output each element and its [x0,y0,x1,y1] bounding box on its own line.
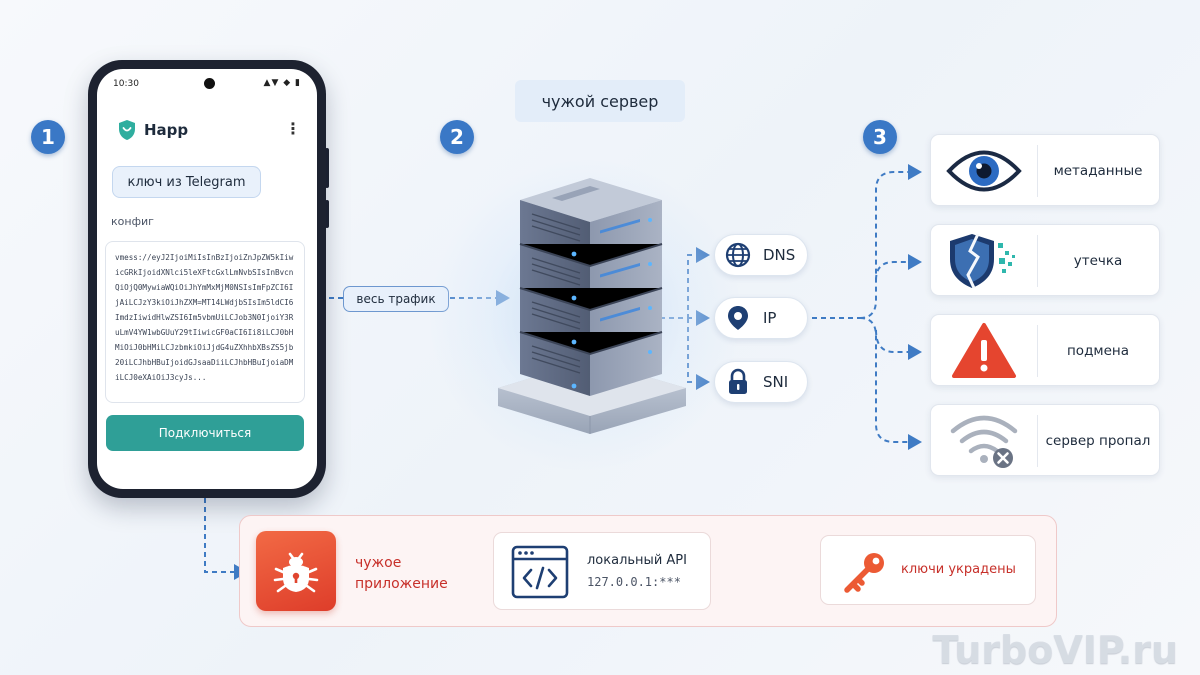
risk-label-metadata: метаданные [1053,163,1143,179]
risk-label-server-gone: сервер пропал [1045,433,1151,449]
server-rack-icon [498,178,686,434]
ip-pill: IP [714,297,808,339]
phone-screen: 10:30 ▲▼ ◆ ▮ Happ ⋮ ключ из Telegram кон… [97,69,317,489]
risk-arrow-server-gone [859,317,922,450]
key-icon [844,553,884,593]
status-time: 10:30 [113,79,139,89]
foreign-app-line2: приложение [355,576,448,592]
app-name: Happ [144,121,189,139]
phone: 10:30 ▲▼ ◆ ▮ Happ ⋮ ключ из Telegram кон… [88,60,326,498]
watermark: TurboVIP.ru [932,628,1179,672]
risk-label-leak: утечка [1073,253,1123,269]
foreign-app-line1: чужое [355,555,402,571]
wifi-off-icon [931,405,1037,477]
phone-side-button [325,200,329,228]
keys-stolen-card: ключи украдены [820,535,1036,605]
risk-arrow-spoof [875,329,922,360]
bug-icon [273,552,319,593]
telegram-key-pill: ключ из Telegram [112,166,261,198]
code-window-icon [511,545,569,599]
dns-label: DNS [763,246,796,264]
connect-button[interactable]: Подключиться [106,415,304,451]
ip-label: IP [763,309,777,327]
local-api-address: 127.0.0.1:*** [587,575,681,589]
lock-icon [723,367,753,397]
app-logo-icon [119,120,135,140]
camera [204,78,215,89]
malicious-app-tile [256,531,336,611]
location-pin-icon [723,303,753,333]
step-badge-2: 2 [440,120,474,154]
local-api-title: локальный API [587,553,687,568]
risk-card-server-gone: сервер пропал [930,404,1160,476]
sni-pill: SNI [714,361,808,403]
server-label: чужой сервер [515,80,685,122]
risk-card-leak: утечка [930,224,1160,296]
warning-icon [931,315,1037,387]
keys-stolen-label: ключи украдены [901,562,1016,577]
config-field[interactable]: vmess://eyJ2IjoiMiIsInBzIjoiZnJpZW5kIiwi… [105,241,305,403]
risk-card-metadata: метаданные [930,134,1160,206]
step-badge-3: 3 [863,120,897,154]
risk-card-spoof: подмена [930,314,1160,386]
local-api-card: локальный API 127.0.0.1:*** [493,532,711,610]
risk-arrow-metadata [859,164,922,319]
broken-shield-icon [931,225,1037,297]
config-label: конфиг [111,215,154,228]
risk-arrow-leak [875,254,922,281]
globe-icon [723,240,753,270]
status-icons: ▲▼ ◆ ▮ [263,78,301,88]
risk-label-spoof: подмена [1066,343,1129,359]
dns-pill: DNS [714,234,808,276]
phone-side-button [325,148,329,188]
more-options-icon[interactable]: ⋮ [285,119,301,138]
sni-label: SNI [763,373,789,391]
eye-icon [931,135,1037,207]
foreign-app-label: чужое приложение [355,553,448,595]
step-badge-1: 1 [31,120,65,154]
